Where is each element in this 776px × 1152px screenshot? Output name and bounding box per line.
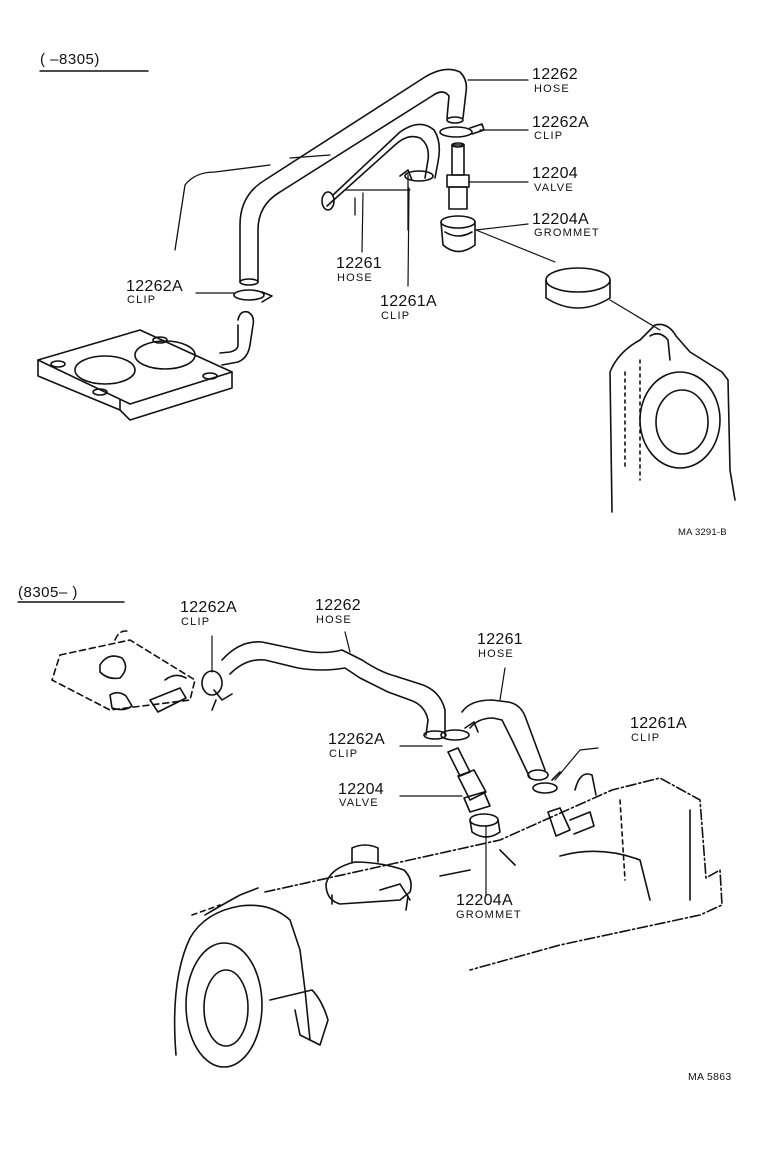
timing-cover-bottom — [173, 904, 329, 1068]
part-name-clip: CLIP — [631, 732, 661, 744]
hose-12261-top — [326, 123, 441, 207]
leader-lines-bottom — [211, 631, 599, 897]
leader-lines-top — [195, 79, 661, 331]
hose-12262-top — [239, 68, 468, 283]
clip-12261a-top — [404, 170, 434, 182]
top-range-label: ( –8305) — [40, 51, 100, 68]
part-name-hose: HOSE — [337, 272, 373, 284]
part-number-12261: 12261 — [477, 631, 523, 648]
part-number-12261: 12261 — [336, 255, 382, 272]
part-number-12262a: 12262A — [180, 599, 237, 616]
part-number-12261a: 12261A — [630, 715, 687, 732]
gasket-plate-bottom — [51, 630, 196, 711]
part-name-hose: HOSE — [478, 648, 514, 660]
part-name-valve: VALVE — [534, 182, 574, 194]
bottom-range-label: (8305– ) — [18, 584, 78, 601]
clip-12262a-upper — [439, 126, 473, 138]
clip-12261a-bottom — [532, 782, 558, 794]
oil-cap-bottom — [325, 844, 412, 911]
part-number-12204a: 12204A — [456, 892, 513, 909]
engine-head-bottom — [204, 773, 723, 971]
diagram-code-bottom: MA 5863 — [688, 1071, 732, 1083]
part-name-clip: CLIP — [534, 130, 564, 142]
clip-12262a-bottom-left — [201, 670, 223, 696]
engine-head-top — [609, 323, 736, 513]
part-number-12261a: 12261A — [380, 293, 437, 310]
clip-12262a-lower — [233, 289, 265, 301]
valve-12204-top — [446, 142, 470, 210]
valve-12204-bottom — [447, 747, 491, 813]
part-number-12204: 12204 — [532, 165, 578, 182]
grommet-12204a-bottom — [469, 813, 501, 838]
hose-12262-bottom — [221, 641, 446, 736]
part-name-clip: CLIP — [329, 748, 359, 760]
oil-cap-top — [545, 267, 611, 309]
part-name-hose: HOSE — [534, 83, 570, 95]
part-name-grommet: GROMMET — [534, 227, 600, 239]
hose-12261-bottom — [461, 699, 546, 779]
part-number-12262: 12262 — [315, 597, 361, 614]
part-name-valve: VALVE — [339, 797, 379, 809]
gasket-plate-top — [37, 329, 233, 421]
part-name-clip: CLIP — [181, 616, 211, 628]
part-number-12262: 12262 — [532, 66, 578, 83]
part-name-clip: CLIP — [127, 294, 157, 306]
grommet-12204a-top — [440, 215, 476, 253]
top-figure — [37, 68, 736, 513]
part-number-12262a: 12262A — [532, 114, 589, 131]
bottom-figure — [17, 601, 723, 1068]
part-number-12262a: 12262A — [126, 278, 183, 295]
clip-12262a-bottom-mid — [440, 729, 470, 741]
part-number-12204a: 12204A — [532, 211, 589, 228]
part-number-12262a: 12262A — [328, 731, 385, 748]
part-name-clip: CLIP — [381, 310, 411, 322]
part-name-grommet: GROMMET — [456, 909, 522, 921]
part-name-hose: HOSE — [316, 614, 352, 626]
part-number-12204: 12204 — [338, 781, 384, 798]
diagram-code-top: MA 3291-B — [678, 527, 727, 538]
